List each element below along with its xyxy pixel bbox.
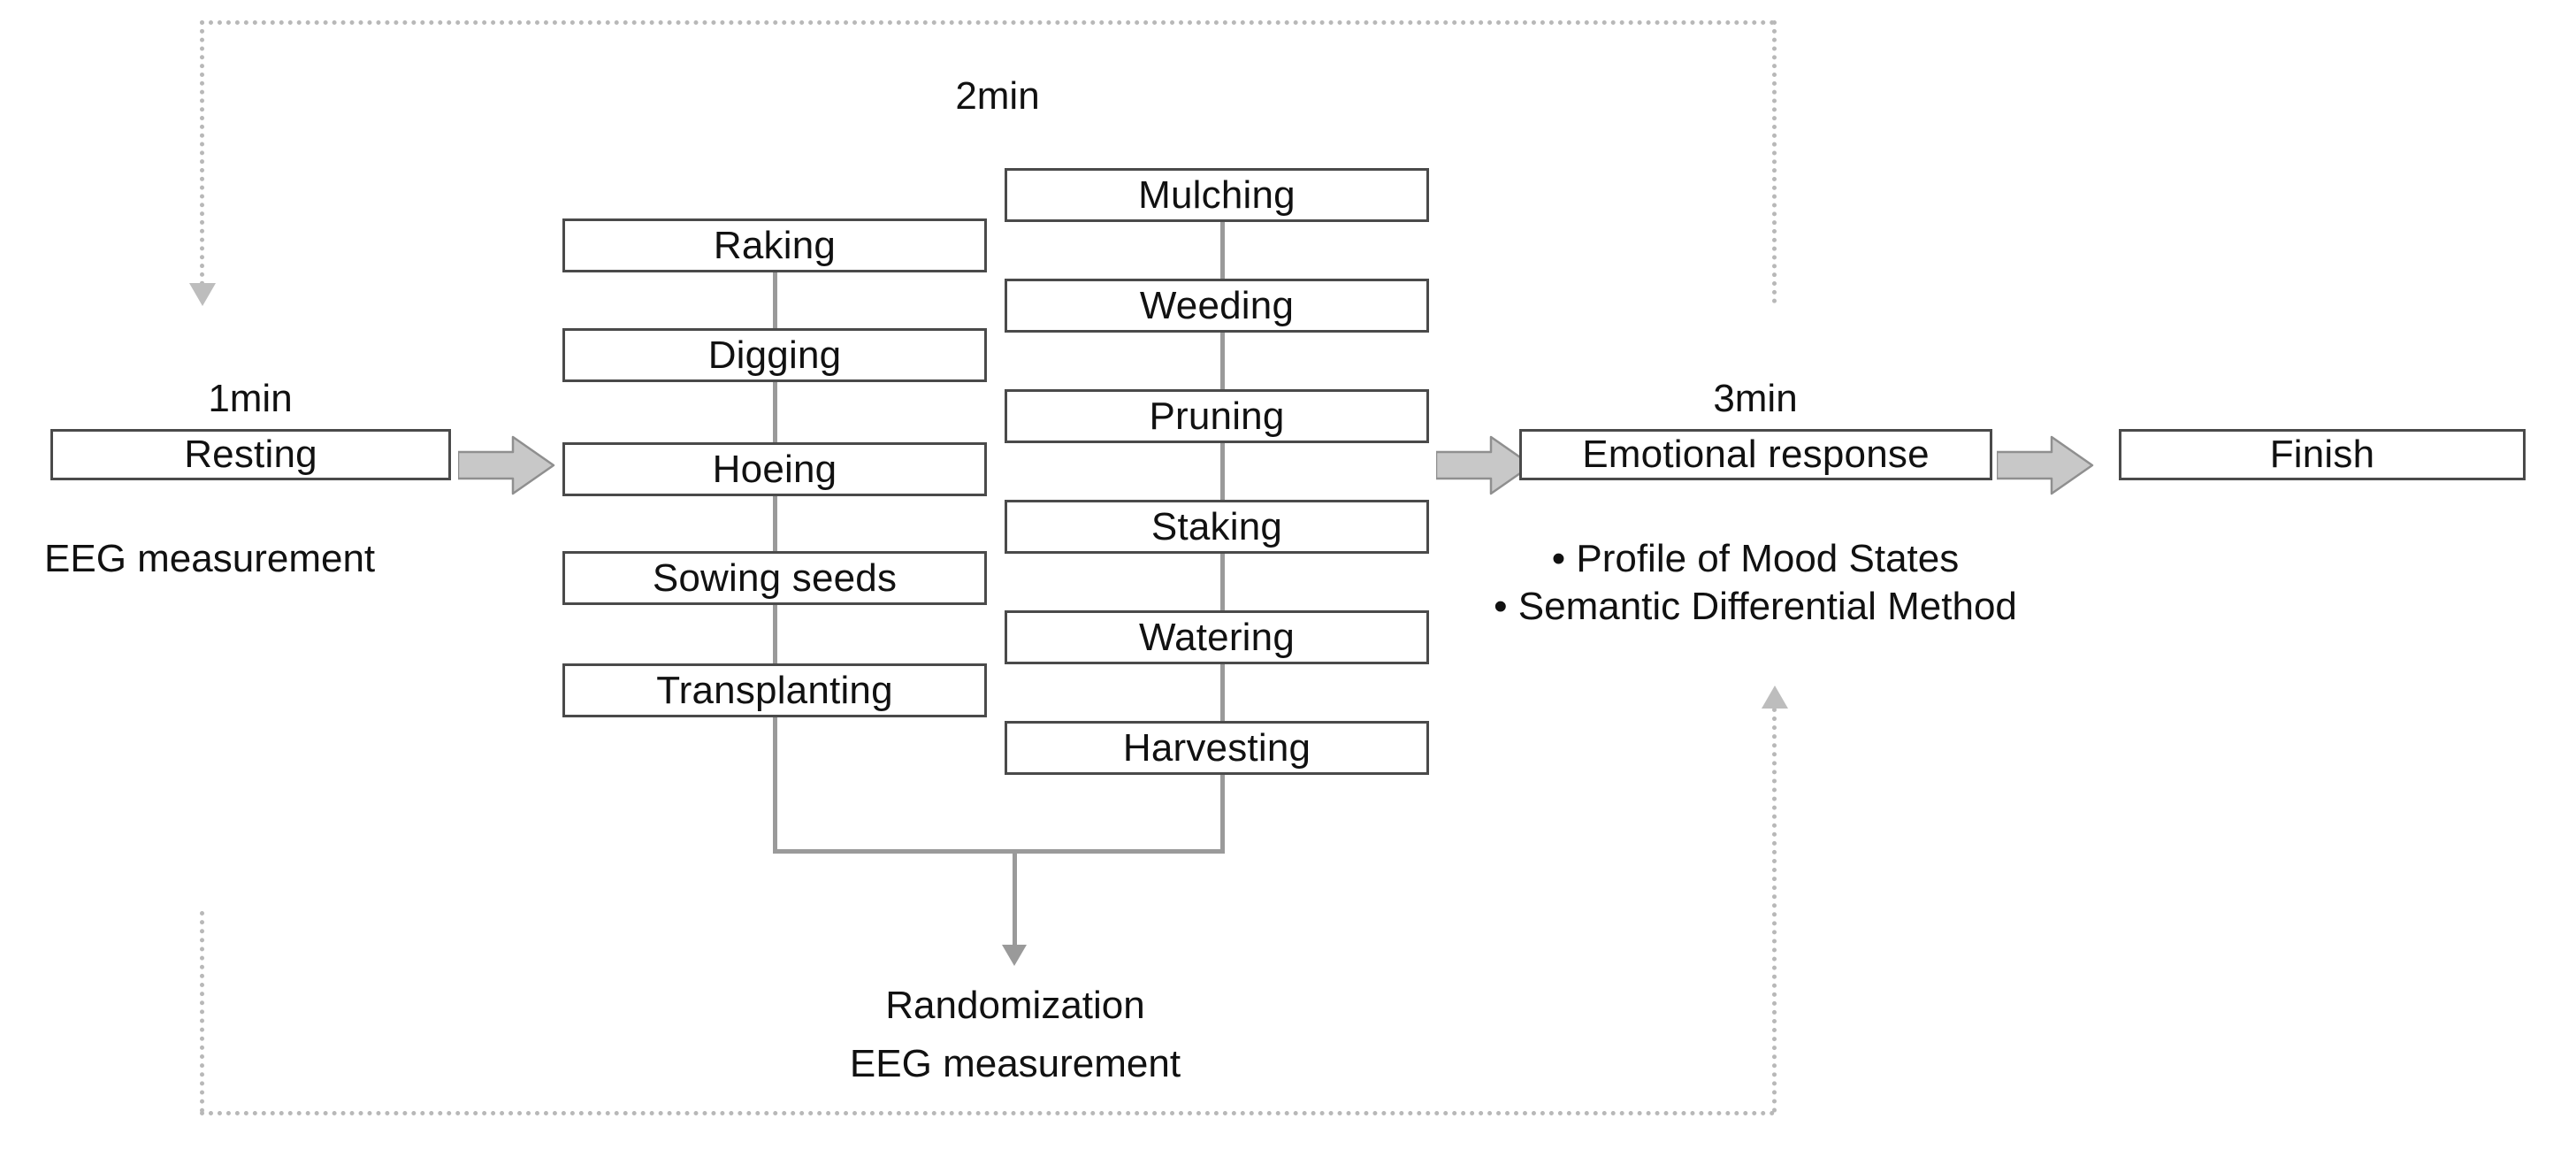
task-column-2-merge-horizontal (1015, 849, 1225, 854)
resting-caption: EEG measurement (44, 537, 376, 580)
loop-arrow-up-icon (1762, 686, 1788, 709)
box-task-label: Pruning (1149, 394, 1285, 438)
box-finish[interactable]: Finish (2119, 429, 2526, 480)
box-task-label: Raking (713, 223, 837, 267)
box-task-sowing-seeds[interactable]: Sowing seeds (562, 551, 987, 605)
task-column-1-merge-vertical (773, 717, 777, 854)
box-task-mulching[interactable]: Mulching (1005, 168, 1429, 222)
feedback-loop-bottom-right-vertical (1772, 708, 1777, 1113)
emotional-response-measures: • Profile of Mood States • Semantic Diff… (1494, 535, 2017, 630)
task-merge-stem (1013, 849, 1017, 951)
flow-arrow-emotional-to-finish (1997, 435, 2094, 495)
box-task-harvesting[interactable]: Harvesting (1005, 721, 1429, 775)
box-task-label: Weeding (1139, 283, 1295, 327)
feedback-loop-top-right-vertical (1772, 20, 1777, 303)
merge-arrow-down-icon (1002, 945, 1027, 966)
box-task-transplanting[interactable]: Transplanting (562, 663, 987, 717)
box-task-digging[interactable]: Digging (562, 328, 987, 382)
box-task-label: Mulching (1138, 172, 1296, 217)
box-task-label: Watering (1138, 615, 1296, 659)
block-arrow-right-icon (1436, 435, 1533, 495)
feedback-loop-top-left-vertical (200, 20, 204, 286)
box-task-label: Sowing seeds (652, 556, 898, 600)
box-task-label: Digging (707, 333, 842, 377)
flow-arrow-tasks-to-emotional (1436, 435, 1533, 495)
block-arrow-right-icon (1997, 435, 2094, 495)
task-caption-randomization: Randomization (885, 984, 1145, 1027)
box-task-pruning[interactable]: Pruning (1005, 389, 1429, 443)
task-column-1-merge-horizontal (773, 849, 1015, 854)
feedback-loop-bottom-left-vertical (200, 911, 204, 1113)
box-task-label: Hoeing (712, 447, 837, 491)
duration-label-resting: 1min (208, 377, 293, 420)
box-emotional-response-label: Emotional response (1582, 433, 1930, 476)
box-resting[interactable]: Resting (50, 429, 451, 480)
feedback-loop-top-horizontal (200, 20, 1776, 25)
box-finish-label: Finish (2269, 433, 2375, 476)
box-task-raking[interactable]: Raking (562, 218, 987, 272)
feedback-loop-bottom-horizontal (200, 1111, 1776, 1115)
box-task-label: Harvesting (1122, 725, 1311, 770)
box-resting-label: Resting (184, 433, 317, 476)
box-task-weeding[interactable]: Weeding (1005, 279, 1429, 333)
duration-label-emotional: 3min (1713, 377, 1798, 420)
box-task-hoeing[interactable]: Hoeing (562, 442, 987, 496)
box-task-staking[interactable]: Staking (1005, 500, 1429, 554)
bullet-item-pms: • Profile of Mood States (1551, 537, 1960, 580)
duration-label-tasks: 2min (955, 74, 1040, 118)
task-caption-eeg: EEG measurement (849, 1042, 1181, 1085)
task-column-2-merge-vertical (1220, 775, 1225, 854)
bullet-item-sdm: • Semantic Differential Method (1494, 584, 2017, 628)
box-task-label: Staking (1150, 504, 1283, 548)
box-task-watering[interactable]: Watering (1005, 610, 1429, 664)
task-column-1-chain-line (773, 265, 777, 754)
block-arrow-right-icon (458, 435, 555, 495)
box-emotional-response[interactable]: Emotional response (1519, 429, 1992, 480)
flow-arrow-resting-to-tasks (458, 435, 555, 495)
loop-arrow-down-icon (189, 283, 216, 306)
box-task-label: Transplanting (656, 668, 893, 712)
